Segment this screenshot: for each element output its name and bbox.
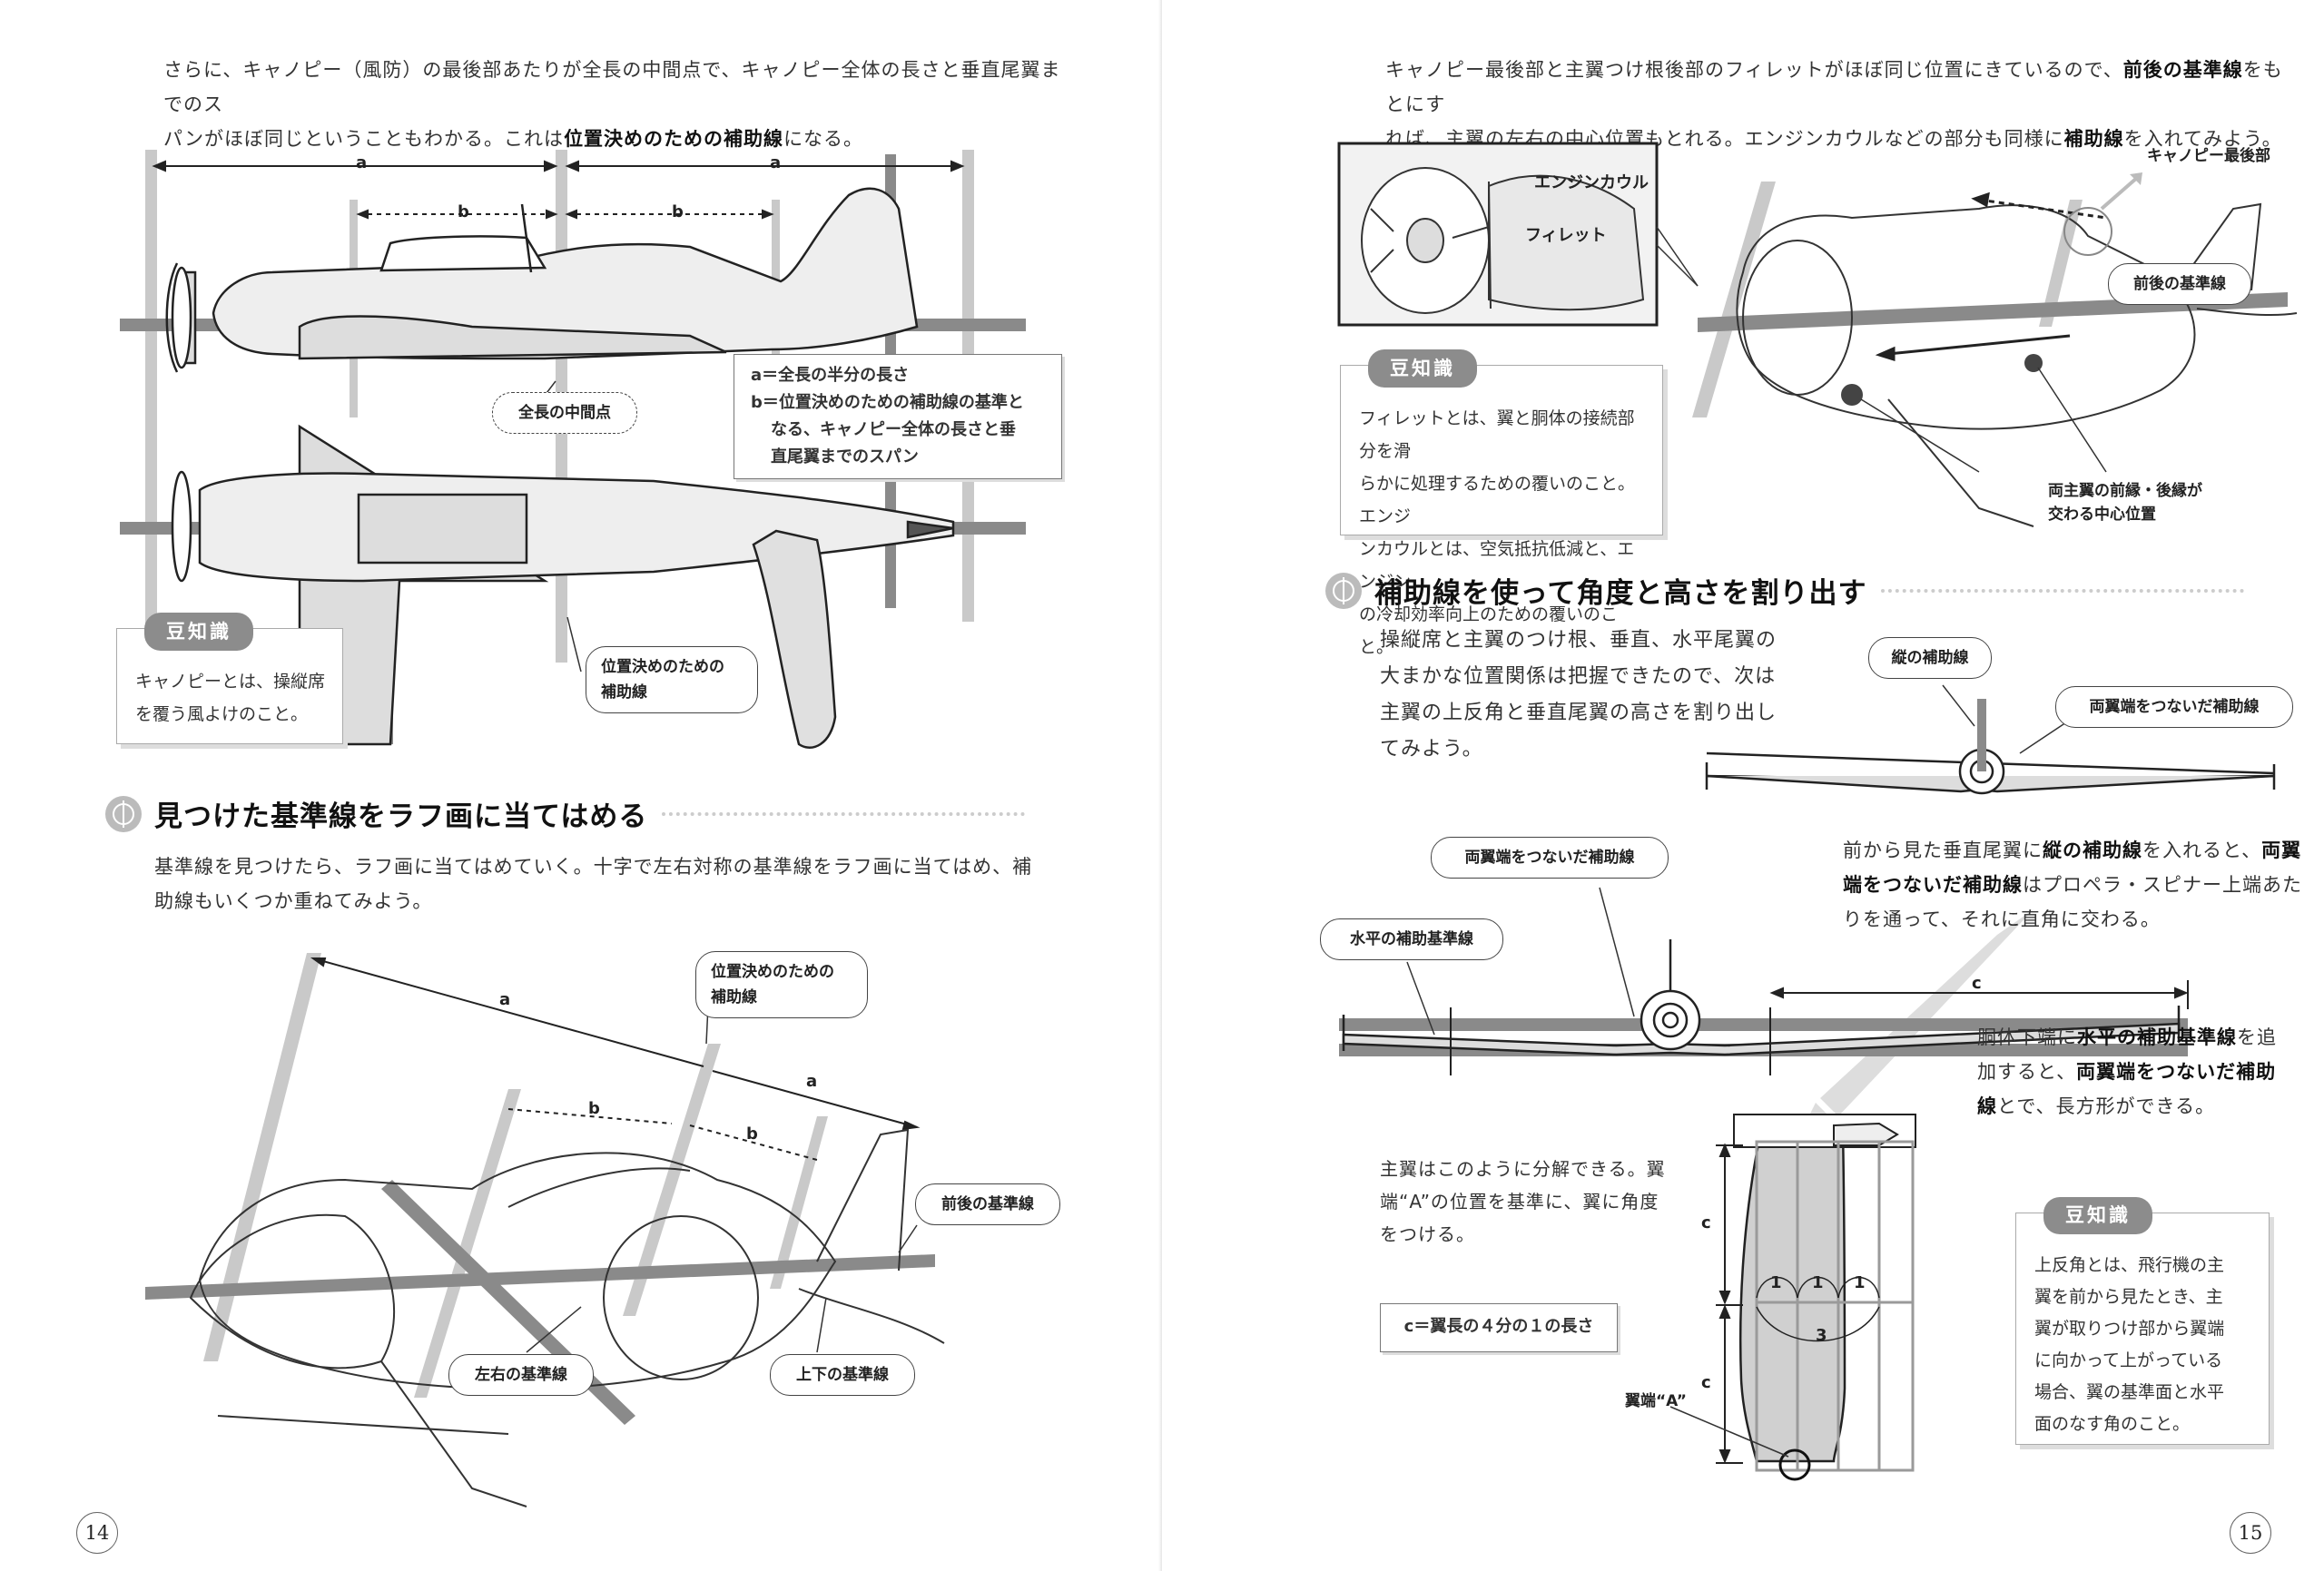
left-page: さらに、キャノピー（風防）の最後部あたりが全長の中間点で、キャノピー全体の長さと… [76,53,1071,1554]
formula-box: c＝翼長の４分の１の長さ [1380,1303,1618,1352]
page-number: 15 [2230,1512,2271,1554]
dim-b-label: b [458,202,469,221]
left-intro-line1: さらに、キャノピー（風防）の最後部あたりが全長の中間点で、キャノピー全体の長さと… [163,59,1061,115]
dim-c-label: c [1701,1213,1711,1232]
up-down-callout: 上下の基準線 [770,1354,915,1396]
section-title: 見つけた基準線をラフ画に当てはめる [154,800,648,833]
guide-vertical [145,150,157,744]
mame-tag: 豆知識 [2043,1197,2152,1234]
ratio-label: 1 [1854,1273,1866,1292]
dim-a-label: a [770,153,782,172]
center-position-label: 両主翼の前縁・後縁が 交わる中心位置 [2048,482,2202,524]
plane-rough-sketch [189,1128,945,1507]
wingtip-guide-callout: 両翼端をつないだ補助線 [2055,686,2293,728]
dim-a-label: a [806,1072,818,1091]
right-para1: 前から見た垂直尾翼に縦の補助線を入れると、両翼 端をつないだ補助線はプロペラ・ス… [1843,840,2302,930]
section-heading-angle: 補助線を使って角度と高さを割り出す [1325,570,2245,611]
dim-c-label: c [1972,974,1982,993]
right-page: キャノピー最後部と主翼つけ根後部のフィレットがほぼ同じ位置にきているので、前後の… [1162,0,2324,1571]
mame-tag: 豆知識 [1368,349,1477,388]
plane-side-view [165,187,919,373]
mame-dihedral-box: 豆知識 上反角とは、飛行機の主 翼を前から見たとき、主 翼が取りつけ部から翼端 … [2015,1197,2270,1445]
guide-diagonal [623,1044,721,1316]
plane-sketch-three-quarter [1736,202,2298,527]
right-intro-line2: れば、主翼の左右の中心位置もとれる。エンジンカウルなどの部分も同様に補助線を入れ… [1385,128,2282,150]
guide-callout: 位置決めのための 補助線 [695,951,868,1018]
guide-diagonal [203,953,321,1361]
crosshair-icon [1325,572,1362,609]
left-right-callout: 左右の基準線 [448,1354,594,1396]
front-view-diagrams [1339,684,2276,1157]
guide-front-back [145,1254,935,1300]
engine-cowl-label: エンジンカウル [1534,173,1649,192]
mame-tag: 豆知識 [144,613,253,651]
ratio-label: 1 [1770,1273,1782,1292]
page-number: 14 [76,1512,118,1554]
wing-planform-diagram [1669,1114,1916,1481]
canopy-rear-label: キャノピー最後部 [2147,147,2270,165]
plane-orthographic-diagram [120,150,1026,749]
right-para2: 胴体下端に水平の補助基準線を追 加すると、両翼端をつないだ補助 線とで、長方形が… [1977,1026,2277,1117]
dimension-legend-box: a＝全長の半分の長さ b＝位置決めのための補助線の基準と なる、キャノピー全体の… [734,354,1062,479]
dim-a-label: a [356,153,368,172]
right-intro: キャノピー最後部と主翼つけ根後部のフィレットがほぼ同じ位置にきているので、前後の… [1385,53,2302,156]
wing-planform [1738,1128,1846,1463]
engine-closeup-drawing [1361,167,1645,314]
wingtip-a-label: 翼端“A” [1625,1392,1687,1410]
left-intro-line2: パンがほぼ同じということもわかる。これは位置決めのための補助線になる。 [163,128,864,150]
dim-b-label: b [746,1124,758,1144]
dim-a-label: a [499,990,511,1009]
right-intro-line1: キャノピー最後部と主翼つけ根後部のフィレットがほぼ同じ位置にきているので、前後の… [1385,59,2283,115]
arrow-down-left [1820,909,2034,1116]
guide-diagonal [414,1089,521,1398]
section1-body: 基準線を見つけたら、ラフ画に当てはめていく。十字で左右対称の基準線をラフ画に当て… [154,856,1033,912]
left-intro: さらに、キャノピー（風防）の最後部あたりが全長の中間点で、キャノピー全体の長さと… [163,53,1071,156]
wing-grid-rect [1755,1140,1915,1472]
plane-front-view-large [1339,939,2189,1075]
engine-fillet-diagram [1337,142,2298,527]
section2-body: 操縦席と主翼のつけ根、垂直、水平尾翼の 大まかな位置関係は把握できたので、次は … [1380,629,1777,761]
section-title: 補助線を使って角度と高さを割り出す [1374,577,1867,610]
front-back-callout: 前後の基準線 [915,1183,1060,1225]
wingtip-a-marker [1778,1448,1811,1481]
dim-c-label: c [1701,1373,1711,1392]
fillet-label: フィレット [1525,226,1607,245]
dim-b-label: b [672,202,684,221]
ratio-label: 3 [1816,1326,1827,1345]
rough-sketch-diagram [145,953,945,1507]
crosshair-icon [105,795,142,832]
wing-explanation: 主翼はこのように分解できる。翼 端“A”の位置を基準に、翼に角度 をつける。 [1380,1158,1666,1245]
midpoint-callout: 全長の中間点 [492,392,637,434]
section-heading-apply: 見つけた基準線をラフ画に当てはめる [105,793,1026,834]
plane-top-view [171,424,955,749]
ratio-label: 1 [1812,1273,1824,1292]
mame-fillet-box: 豆知識 フィレットとは、翼と胴体の接続部分を滑 らかに処理するための覆いのこと。… [1340,349,1663,657]
guide-callout: 位置決めのための 補助線 [586,646,758,713]
vertical-guide-callout: 縦の補助線 [1868,637,1992,679]
horizontal-guide-callout: 水平の補助基準線 [1320,918,1503,960]
dim-b-label: b [588,1099,600,1118]
wingtip-guide-callout-2: 両翼端をつないだ補助線 [1431,837,1669,879]
front-back-callout: 前後の基準線 [2108,263,2251,305]
mame-canopy-box: 豆知識 キャノピーとは、操縦席 を覆う風よけのこと。 [116,613,343,744]
